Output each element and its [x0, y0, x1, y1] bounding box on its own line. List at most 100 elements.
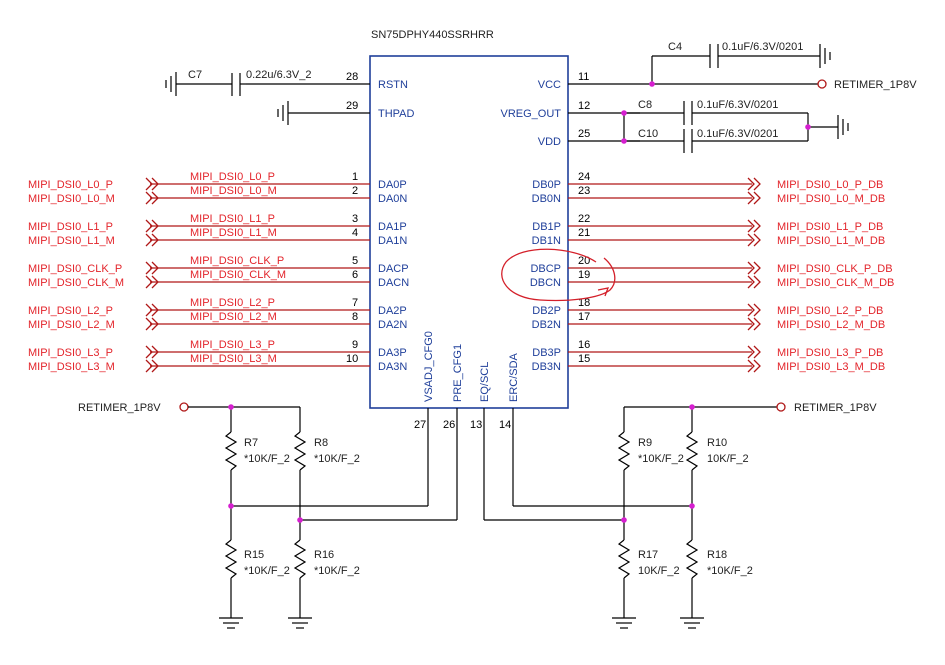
svg-text:13: 13 [470, 419, 482, 431]
output-port-label: MIPI_DSI0_L1_P_DB [777, 221, 883, 233]
left-pin-numbers: 28 29 1 2 3 4 5 6 7 8 9 10 [346, 71, 358, 365]
svg-text:3: 3 [352, 213, 358, 225]
svg-text:RETIMER_1P8V: RETIMER_1P8V [834, 79, 917, 91]
svg-text:DA1N: DA1N [378, 235, 407, 247]
svg-text:0.1uF/6.3V/0201: 0.1uF/6.3V/0201 [722, 41, 803, 53]
input-wire-label: MIPI_DSI0_L3_M [190, 353, 277, 365]
svg-text:DA2P: DA2P [378, 305, 407, 317]
ground-symbol [612, 617, 636, 629]
junction-dot [689, 404, 695, 410]
svg-text:10K/F_2: 10K/F_2 [707, 453, 749, 465]
input-port-label: MIPI_DSI0_L1_M [28, 235, 115, 247]
svg-text:22: 22 [578, 213, 590, 225]
input-wire-labels: MIPI_DSI0_L0_P MIPI_DSI0_L0_M MIPI_DSI0_… [190, 171, 286, 365]
svg-text:R9: R9 [638, 437, 652, 449]
right-pin-numbers: 11 12 25 24 23 22 21 20 19 18 17 16 15 [578, 71, 590, 365]
svg-text:ERC/SDA: ERC/SDA [508, 352, 520, 402]
input-wire-label: MIPI_DSI0_L1_M [190, 227, 277, 239]
input-port-label: MIPI_DSI0_L2_P [28, 305, 113, 317]
svg-text:PRE_CFG1: PRE_CFG1 [452, 344, 464, 402]
svg-text:DA0P: DA0P [378, 179, 407, 191]
ground-symbol [680, 617, 704, 629]
ground-symbol [837, 115, 849, 139]
resistor-r8: R8 *10K/F_2 [293, 407, 360, 520]
output-port-label: MIPI_DSI0_L0_P_DB [777, 179, 883, 191]
input-port-label: MIPI_DSI0_L2_M [28, 319, 115, 331]
svg-text:21: 21 [578, 227, 590, 239]
capacitor-c10: C10 0.1uF/6.3V/0201 [624, 113, 838, 153]
svg-text:4: 4 [352, 227, 358, 239]
resistor-r16: R16 *10K/F_2 [293, 520, 360, 618]
svg-text:DB1P: DB1P [532, 221, 561, 233]
svg-text:DB3P: DB3P [532, 347, 561, 359]
input-wire-label: MIPI_DSI0_L3_P [190, 339, 275, 351]
svg-text:DB1N: DB1N [532, 235, 561, 247]
svg-text:DACP: DACP [378, 263, 409, 275]
svg-text:12: 12 [578, 100, 590, 112]
svg-text:7: 7 [352, 297, 358, 309]
svg-text:*10K/F_2: *10K/F_2 [244, 565, 290, 577]
svg-text:*10K/F_2: *10K/F_2 [707, 565, 753, 577]
svg-text:0.1uF/6.3V/0201: 0.1uF/6.3V/0201 [697, 99, 778, 111]
junction-dot [649, 81, 655, 87]
config-wires [231, 408, 692, 521]
right-signal-wires [568, 183, 752, 367]
svg-text:DB0N: DB0N [532, 193, 561, 205]
svg-text:10: 10 [346, 353, 358, 365]
power-port-vcc: RETIMER_1P8V [817, 79, 917, 91]
resistor-r10: R10 10K/F_2 [685, 407, 749, 506]
svg-text:18: 18 [578, 297, 590, 309]
svg-text:R16: R16 [314, 549, 334, 561]
svg-text:RETIMER_1P8V: RETIMER_1P8V [794, 402, 877, 414]
input-port-label: MIPI_DSI0_L0_M [28, 193, 115, 205]
svg-text:DA0N: DA0N [378, 193, 407, 205]
svg-text:5: 5 [352, 255, 358, 267]
left-pin-names: RSTN THPAD DA0P DA0N DA1P DA1N DACP DACN… [378, 79, 415, 373]
junction-dot [297, 517, 303, 523]
svg-text:16: 16 [578, 339, 590, 351]
svg-text:*10K/F_2: *10K/F_2 [244, 453, 290, 465]
svg-text:VDD: VDD [538, 136, 561, 148]
chip-body [369, 55, 569, 409]
output-port-labels: MIPI_DSI0_L0_P_DB MIPI_DSI0_L0_M_DB MIPI… [777, 179, 894, 373]
svg-text:VSADJ_CFG0: VSADJ_CFG0 [423, 331, 435, 402]
left-port-chevrons [145, 177, 159, 373]
svg-text:VCC: VCC [538, 79, 561, 91]
junction-dot [228, 404, 234, 410]
svg-text:EQ/SCL: EQ/SCL [479, 362, 491, 402]
svg-text:11: 11 [578, 71, 589, 83]
svg-text:8: 8 [352, 311, 358, 323]
output-port-label: MIPI_DSI0_L2_M_DB [777, 319, 885, 331]
input-wire-label: MIPI_DSI0_L2_M [190, 311, 277, 323]
resistor-r17: R17 10K/F_2 [617, 520, 680, 618]
svg-text:*10K/F_2: *10K/F_2 [314, 565, 360, 577]
input-port-label: MIPI_DSI0_CLK_M [28, 277, 124, 289]
svg-text:DB2P: DB2P [532, 305, 561, 317]
svg-text:DB0P: DB0P [532, 179, 561, 191]
output-port-label: MIPI_DSI0_CLK_M_DB [777, 277, 894, 289]
svg-text:VREG_OUT: VREG_OUT [500, 108, 561, 120]
input-wire-label: MIPI_DSI0_L1_P [190, 213, 275, 225]
ground-symbol [165, 72, 177, 96]
svg-text:24: 24 [578, 171, 590, 183]
svg-text:THPAD: THPAD [378, 108, 415, 120]
svg-text:17: 17 [578, 311, 590, 323]
power-port-right: RETIMER_1P8V [624, 402, 877, 414]
svg-text:27: 27 [414, 419, 426, 431]
junction-dot [621, 110, 627, 116]
svg-text:R10: R10 [707, 437, 727, 449]
svg-text:DA3N: DA3N [378, 361, 407, 373]
input-wire-label: MIPI_DSI0_L0_P [190, 171, 275, 183]
input-port-label: MIPI_DSI0_L3_M [28, 361, 115, 373]
output-port-label: MIPI_DSI0_L2_P_DB [777, 305, 883, 317]
left-signal-wires [150, 183, 370, 367]
svg-text:6: 6 [352, 269, 358, 281]
svg-text:20: 20 [578, 255, 590, 267]
junction-dot [228, 503, 234, 509]
ground-symbol [277, 101, 289, 125]
output-port-label: MIPI_DSI0_L1_M_DB [777, 235, 885, 247]
svg-text:DACN: DACN [378, 277, 409, 289]
input-wire-label: MIPI_DSI0_CLK_P [190, 255, 284, 267]
svg-text:RETIMER_1P8V: RETIMER_1P8V [78, 402, 161, 414]
resistor-r9: R9 *10K/F_2 [617, 407, 684, 520]
